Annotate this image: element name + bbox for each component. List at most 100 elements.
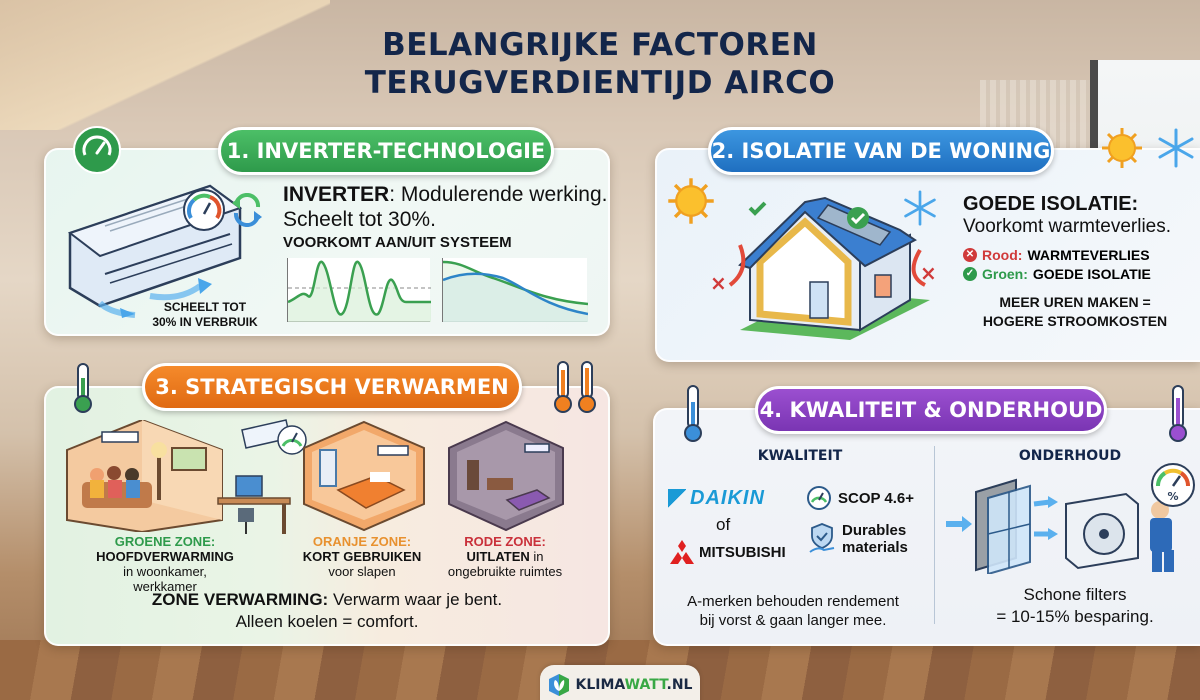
percent-gauge-icon: % xyxy=(1151,463,1195,507)
inverter-caption: SCHEELT TOT 30% IN VERBRUIK xyxy=(140,300,270,330)
onderhoud-footnote: Schone filters = 10-15% besparing. xyxy=(960,584,1190,628)
daikin-logo: DAIKIN xyxy=(668,487,765,510)
durable-line-1: Durables xyxy=(842,522,907,539)
zone-red-title: RODE ZONE: xyxy=(464,534,546,549)
kwaliteit-foot-line-2: bij vorst & gaan langer mee. xyxy=(699,612,887,629)
title-line-2: TERUGVERDIENTIJD AIRCO xyxy=(364,65,836,101)
snowflake-icon-house xyxy=(904,190,936,226)
column-divider xyxy=(934,446,935,624)
inverter-lead: INVERTER: Modulerende werking. xyxy=(283,183,607,207)
inverter-lead-bold: INVERTER xyxy=(283,183,390,206)
svg-text:×: × xyxy=(710,271,727,295)
zone-orange-title: ORANJE ZONE: xyxy=(312,534,412,549)
legend-row-green: ✓ Groen: GOEDE ISOLATIE xyxy=(963,266,1151,282)
caption-line-2: 30% IN VERBRUIK xyxy=(152,315,258,329)
gauge-percent-label: % xyxy=(1167,490,1178,503)
kwaliteit-footnote: A-merken behouden rendement bij vorst & … xyxy=(668,592,918,630)
zone-orange-sub: voor slapen xyxy=(328,564,396,579)
check-circle-icon: ✓ xyxy=(963,267,977,281)
kwaliteit-heading: KWALITEIT xyxy=(757,448,843,464)
zone-green-title: GROENE ZONE: xyxy=(114,534,216,549)
mitsubishi-diamonds-icon xyxy=(670,540,694,564)
brand-logo-text: KLIMAWATT.NL xyxy=(576,677,693,693)
section-pill-isolatie: 2. ISOLATIE VAN DE WONING xyxy=(708,127,1054,175)
onderhoud-heading: ONDERHOUD xyxy=(1018,448,1122,464)
durable-materials: Durables materials xyxy=(808,522,908,556)
logo-tld: .NL xyxy=(666,677,693,693)
zone-red-main: UITLATEN xyxy=(466,549,530,564)
isolatie-foot-line-1: MEER UREN MAKEN = xyxy=(999,294,1151,310)
brand-or-text: of xyxy=(716,515,731,534)
efficiency-gauge-icon xyxy=(807,486,831,510)
onderhoud-foot-line-2: = 10-15% besparing. xyxy=(996,607,1154,626)
background-ceiling-light xyxy=(0,0,330,130)
svg-text:×: × xyxy=(920,261,937,285)
speedometer-badge-icon xyxy=(73,126,121,174)
legend-green-value: GOEDE ISOLATIE xyxy=(1032,266,1151,282)
sun-icon-house xyxy=(668,178,714,224)
thermometer-green-icon xyxy=(74,363,92,413)
daikin-text: DAIKIN xyxy=(690,487,765,509)
snowflake-icon xyxy=(1158,128,1194,168)
caption-line-1: SCHEELT TOT xyxy=(163,300,247,314)
zone-heating-bold: ZONE VERWARMING: xyxy=(151,590,329,609)
chart-inverter xyxy=(442,258,589,322)
legend-red-value: WARMTEVERLIES xyxy=(1027,247,1150,263)
zone-orange: ORANJE ZONE: KORT GEBRUIKEN voor slapen xyxy=(297,534,427,579)
zone-red: RODE ZONE: UITLATEN in ongebruikte ruimt… xyxy=(410,534,600,579)
section-pill-kwaliteit: 4. KWALITEIT & ONDERHOUD xyxy=(755,386,1107,434)
logo-accent: WATT xyxy=(624,677,667,693)
section-pill-verwarmen: 3. STRATEGISCH VERWARMEN xyxy=(142,363,522,411)
kwaliteit-foot-line-1: A-merken behouden rendement xyxy=(687,593,899,610)
page-title: BELANGRIJKE FACTOREN TERUGVERDIENTIJD AI… xyxy=(0,26,1200,102)
cooling-comfort-note: Alleen koelen = comfort. xyxy=(235,612,419,631)
inverter-lead-rest: : Modulerende werking. xyxy=(389,183,608,206)
x-circle-icon: ✕ xyxy=(963,248,977,262)
scop-rating: SCOP 4.6+ xyxy=(806,485,914,511)
zone-green-main: HOOFDVERWARMING xyxy=(96,549,234,564)
durable-line-2: materials xyxy=(842,539,908,556)
legend-red-label: Rood: xyxy=(982,247,1023,263)
cycle-arrows-icon xyxy=(232,193,262,227)
bedroom-illustration xyxy=(303,420,425,532)
zone-heating-rest: Verwarm waar je bent. xyxy=(328,590,503,609)
zone-green: GROENE ZONE: HOOFDVERWARMING in woonkame… xyxy=(90,534,240,594)
inverter-savings: Scheelt tot 30%. xyxy=(283,208,436,231)
thermometers-orange-icon xyxy=(554,361,596,413)
scop-value: SCOP 4.6+ xyxy=(838,489,915,507)
durable-text: Durables materials xyxy=(842,522,908,556)
unused-room-illustration xyxy=(448,420,564,532)
living-room-illustration xyxy=(66,420,223,532)
isolatie-foot: MEER UREN MAKEN = HOGERE STROOMKOSTEN xyxy=(960,293,1190,331)
brand-logo[interactable]: KLIMAWATT.NL xyxy=(540,665,700,700)
title-line-1: BELANGRIJKE FACTOREN xyxy=(382,27,818,63)
ac-gauge-small-icon xyxy=(241,419,307,455)
sun-icon xyxy=(1102,128,1142,168)
filter-cleaning-illustration xyxy=(946,478,1174,574)
legend-row-red: ✕ Rood: WARMTEVERLIES xyxy=(963,247,1150,263)
onderhoud-foot-line-1: Schone filters xyxy=(1023,585,1127,604)
mitsubishi-logo: MITSUBISHI xyxy=(668,540,786,564)
isolatie-head: GOEDE ISOLATIE: xyxy=(963,193,1139,215)
daikin-mark-icon xyxy=(668,488,686,509)
gauge-icon xyxy=(183,189,225,231)
inverter-onoff: VOORKOMT AAN/UIT SYSTEEM xyxy=(283,234,512,251)
section-pill-inverter: 1. INVERTER-TECHNOLOGIE xyxy=(218,127,554,175)
thermometer-blue-icon xyxy=(684,385,702,442)
zone-red-main-rest: in xyxy=(529,549,544,564)
chart-on-off xyxy=(287,258,431,322)
legend-green-label: Groen: xyxy=(982,266,1028,282)
desk-illustration xyxy=(217,475,291,534)
shield-hand-icon xyxy=(809,523,835,553)
house-insulation-icon: × × xyxy=(710,196,937,340)
thermometer-purple-icon xyxy=(1169,385,1187,442)
leaf-hexagon-icon xyxy=(548,674,569,696)
isolatie-foot-line-2: HOGERE STROOMKOSTEN xyxy=(982,313,1168,329)
logo-main: KLIMA xyxy=(575,677,625,693)
zone-green-sub: in woonkamer, werkkamer xyxy=(123,564,207,594)
zone-orange-main: KORT GEBRUIKEN xyxy=(302,549,422,564)
zone-red-sub: ongebruikte ruimtes xyxy=(447,564,563,579)
isolatie-sub: Voorkomt warmteverlies. xyxy=(963,216,1172,237)
zone-red-main-wrap: UITLATEN in xyxy=(410,549,600,564)
zone-heating-summary: ZONE VERWARMING: Verwarm waar je bent. xyxy=(44,590,610,610)
